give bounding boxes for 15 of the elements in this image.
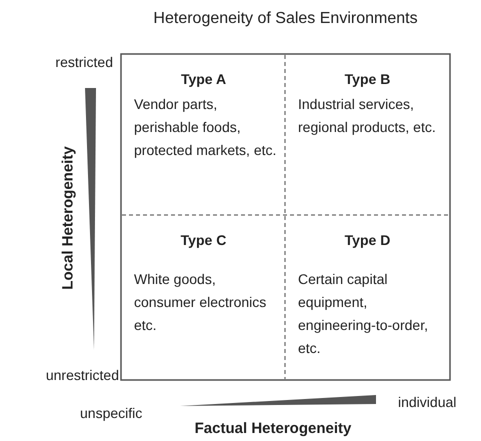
axis-end-label: individual — [398, 394, 456, 410]
axis-end-label: unrestricted — [46, 367, 119, 383]
axis-end-label: restricted — [55, 54, 113, 70]
quadrant-heading: Type A — [180, 71, 228, 87]
quadrant-text: Certain capital equipment, engineering-to-order, etc. — [298, 270, 429, 358]
axis-title: Local Heterogeneity — [60, 146, 76, 290]
quadrant-text: Vendor parts, perishable foods, protected markets, etc. — [134, 95, 278, 160]
quadrant-text: Industrial services, regional products, etc. — [298, 95, 437, 137]
quadrant-heading: Type B — [344, 71, 392, 87]
quadrant-heading: Type C — [180, 232, 228, 248]
axis-title: Factual Heterogeneity — [194, 420, 352, 437]
title: Heterogeneity of Sales Environments — [152, 10, 419, 28]
quadrant-text: White goods, consumer electronics etc. — [134, 270, 268, 335]
axis-end-label: unspecific — [80, 405, 142, 421]
quadrant-heading: Type D — [344, 232, 392, 248]
